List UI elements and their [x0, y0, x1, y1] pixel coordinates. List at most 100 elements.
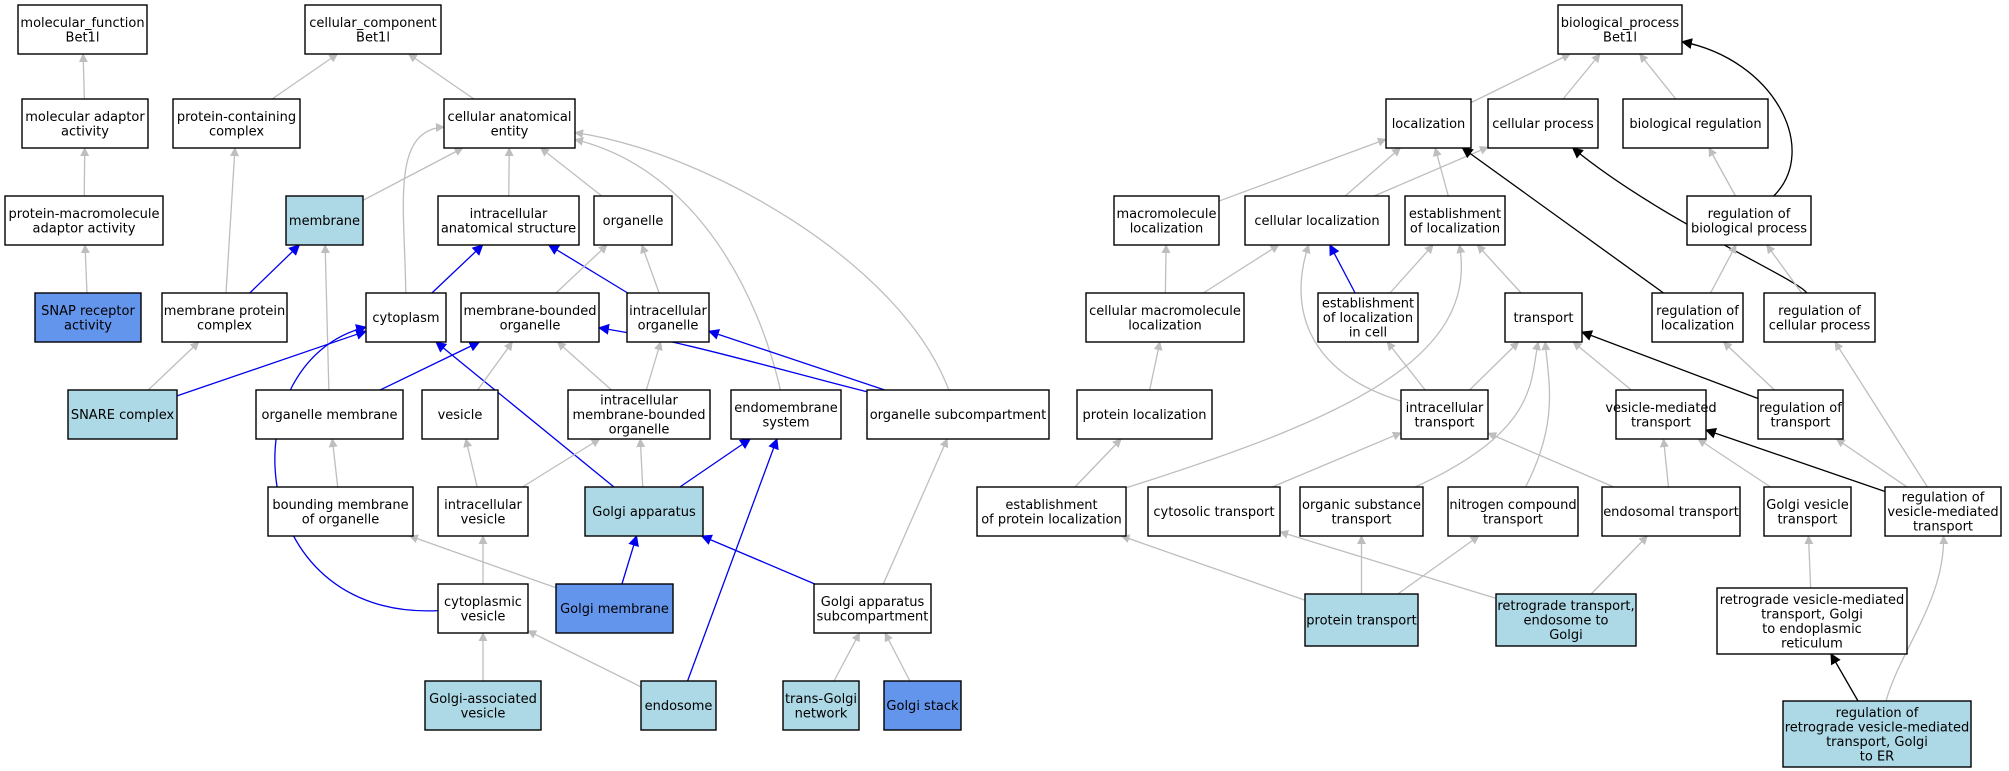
go-term-node-org-subcomp[interactable]: organelle subcompartment	[866, 389, 1050, 440]
edge-path	[463, 438, 478, 488]
edge-path	[1161, 244, 1171, 294]
edge-org-membrane-to-membrane	[320, 244, 330, 391]
edge-endosomal-transport-to-intra-transport	[1487, 432, 1615, 488]
node-label-line: molecular_function	[20, 16, 144, 31]
go-term-node-transport[interactable]: transport	[1504, 292, 1583, 343]
go-term-node-organelle[interactable]: organelle	[593, 195, 673, 246]
edge-estab-prot-loc-to-prot-loc	[1074, 438, 1122, 488]
node-label-line: regulation of	[1902, 491, 1985, 506]
edge-path	[408, 534, 557, 589]
go-term-node-golgi-mem[interactable]: Golgi membrane	[555, 583, 674, 634]
go-term-node-cytosolic-transport[interactable]: cytosolic transport	[1147, 486, 1281, 537]
node-label-line: cellular process	[1769, 318, 1871, 333]
edge-path	[320, 244, 330, 391]
node-label-line: biological_process	[1561, 16, 1680, 31]
node-label-line: establishment	[1409, 207, 1501, 222]
edge-cytoplasm-to-cell-anat	[402, 123, 445, 294]
edge-org-membrane-to-mb-organelle	[379, 341, 481, 391]
go-term-node-cell-loc[interactable]: cellular localization	[1244, 195, 1390, 246]
edge-estab-prot-loc-to-estab-loc	[1125, 244, 1466, 489]
go-term-node-membrane[interactable]: membrane	[285, 195, 364, 246]
go-term-node-prot-transport[interactable]: protein transport	[1304, 593, 1419, 647]
edge-reg-ves-transport-to-reg-transport	[1835, 438, 1908, 488]
edge-path	[522, 438, 601, 488]
edge-path	[640, 244, 660, 294]
go-term-node-localization[interactable]: localization	[1385, 98, 1472, 149]
edge-intra-organelle-to-intra-anat	[547, 244, 629, 294]
edge-reg-ves-transport-to-ves-transport	[1704, 427, 1886, 493]
go-term-node-golgi-stack[interactable]: Golgi stack	[883, 680, 962, 731]
edge-path	[1639, 53, 1677, 100]
go-term-node-endosomal-transport[interactable]: endosomal transport	[1601, 486, 1741, 537]
edge-estab-loc-to-localization	[1432, 147, 1449, 197]
go-term-node-snare[interactable]: SNARE complex	[67, 389, 178, 440]
node-box	[593, 195, 673, 246]
edge-path	[328, 438, 339, 488]
edge-bound-mem-to-org-membrane	[328, 438, 339, 488]
go-term-node-cell-process[interactable]: cellular process	[1487, 98, 1599, 149]
edge-intra-transport-to-cell-loc	[1300, 244, 1402, 402]
edge-path	[1397, 535, 1480, 595]
node-label-line: organelle membrane	[261, 408, 397, 423]
go-term-node-bio-reg[interactable]: biological regulation	[1622, 98, 1769, 149]
edge-path	[621, 534, 639, 585]
go-term-node-cytoplasm[interactable]: cytoplasm	[365, 292, 447, 343]
go-term-node-endosome[interactable]: endosome	[640, 680, 717, 731]
node-box	[640, 680, 717, 731]
edge-path	[574, 137, 782, 391]
go-term-node-org-membrane[interactable]: organelle membrane	[255, 389, 404, 440]
node-box	[437, 486, 529, 537]
go-term-node-prot-loc[interactable]: protein localization	[1076, 389, 1213, 440]
edge-estab-loc-cell-to-cell-loc	[1329, 244, 1356, 294]
go-term-node-golgi[interactable]: Golgi apparatus	[584, 486, 704, 537]
edge-org-subcomp-to-cell-anat	[574, 129, 950, 391]
edge-retro-endo-golgi-to-cytosolic-transport	[1279, 529, 1497, 600]
node-label-line: establishment	[1322, 297, 1414, 312]
node-label-line: endosomal transport	[1603, 505, 1739, 520]
node-label-line: Golgi apparatus	[592, 505, 696, 520]
go-term-node-vesicle[interactable]: vesicle	[421, 389, 499, 440]
node-label-line: organelle	[603, 214, 664, 229]
node-label-line: nitrogen compound	[1449, 498, 1576, 513]
edge-path	[176, 329, 368, 397]
edge-path	[547, 244, 629, 294]
